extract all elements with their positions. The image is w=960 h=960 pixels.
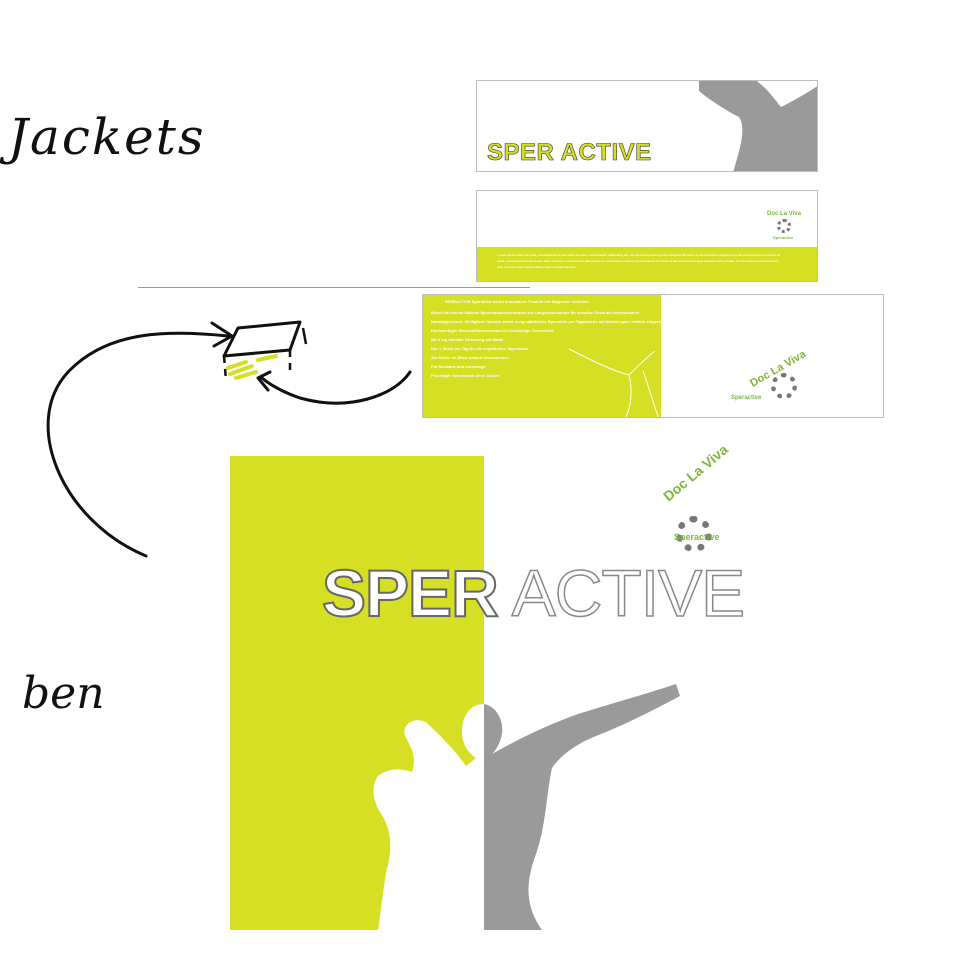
- poster-title-part2: ACTIVE: [511, 556, 746, 630]
- return-arrow: [260, 370, 412, 405]
- banner-logo-footer: Doc La Viva Speractive Lorem ipsum dolor…: [476, 190, 818, 282]
- logo-mark-icon: [777, 219, 791, 233]
- poster-logo: Doc La Viva: [660, 441, 731, 554]
- divider-line: [138, 287, 530, 288]
- flyer-right-half: Doc La Viva Speractive: [661, 295, 883, 417]
- logo-mark-icon: [771, 373, 797, 399]
- banner2-logo: Doc La Viva Speractive: [767, 211, 807, 241]
- logo-arc-text: Doc La Viva: [767, 211, 801, 217]
- flyer-athlete-outline: [568, 348, 659, 417]
- flyer-intro: SPERACTIVE Spermidin ist ein innovatives…: [445, 299, 590, 304]
- box-sketch: [222, 320, 302, 358]
- poster-title-part1: SPER: [321, 556, 500, 630]
- banner1-title: SPER ACTIVE: [487, 139, 652, 167]
- banner-speractive-header: SPER ACTIVE: [476, 80, 818, 172]
- arrow-head-1: [210, 321, 234, 348]
- flyer-logo: Doc La Viva Speractive: [731, 348, 841, 409]
- flyer-left-half: SPERACTIVE Spermidin ist ein innovatives…: [423, 295, 689, 417]
- sketch-label-jackets: Jackets: [8, 108, 206, 166]
- athlete-silhouette: [699, 81, 817, 171]
- poster-logo-sub: Speractive: [674, 532, 720, 542]
- logo-sub-text: Speractive: [773, 235, 794, 240]
- sketch-label-ben: ben: [22, 668, 105, 719]
- banner2-lime-footer: Lorem ipsum dolor sit amet, consectetuer…: [477, 247, 817, 281]
- logo-mark-icon: [676, 516, 712, 552]
- poster-athlete-silhouette: [373, 684, 680, 930]
- arrow-head-2: [256, 370, 272, 392]
- curved-arrow: [46, 331, 230, 558]
- logo-sub-text: Speractive: [731, 395, 762, 401]
- flyer-spread: SPERACTIVE Spermidin ist ein innovatives…: [422, 294, 884, 418]
